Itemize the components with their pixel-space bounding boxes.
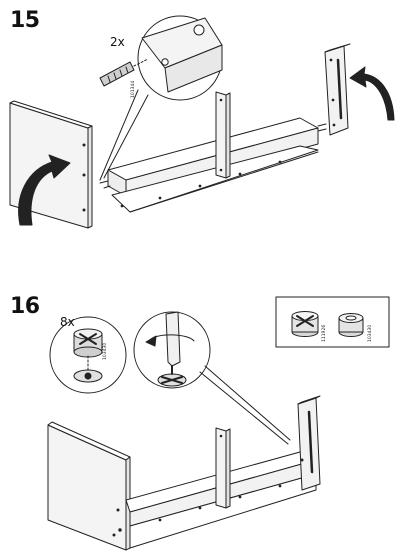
side-panel-left-16 (47, 421, 131, 551)
step-number-15: 15 (10, 8, 40, 33)
quantity-label-15: 2x (110, 35, 125, 49)
reference-part-number-1: 111926 (322, 324, 327, 342)
reference-part-number-2: 103430 (368, 324, 373, 342)
side-panel-right-15 (324, 43, 351, 136)
detail-callout-15 (99, 15, 223, 181)
center-divider-16 (215, 427, 231, 509)
rotate-arrow-left-15 (18, 154, 71, 226)
quantity-label-16: 8x (60, 315, 75, 329)
rotate-arrow-right-15 (349, 66, 395, 121)
center-divider-15 (215, 91, 231, 179)
reference-box-16 (275, 296, 390, 348)
step-number-16: 16 (10, 294, 40, 319)
side-panel-right-16 (297, 395, 321, 491)
detail-callout-16-right (133, 311, 291, 445)
bottom-rail-15 (107, 117, 319, 213)
part-number-15: 101344 (131, 80, 136, 98)
dowels-15 (99, 123, 327, 189)
part-number-16: 103430 (103, 342, 108, 360)
detail-callout-16-left (49, 316, 127, 394)
